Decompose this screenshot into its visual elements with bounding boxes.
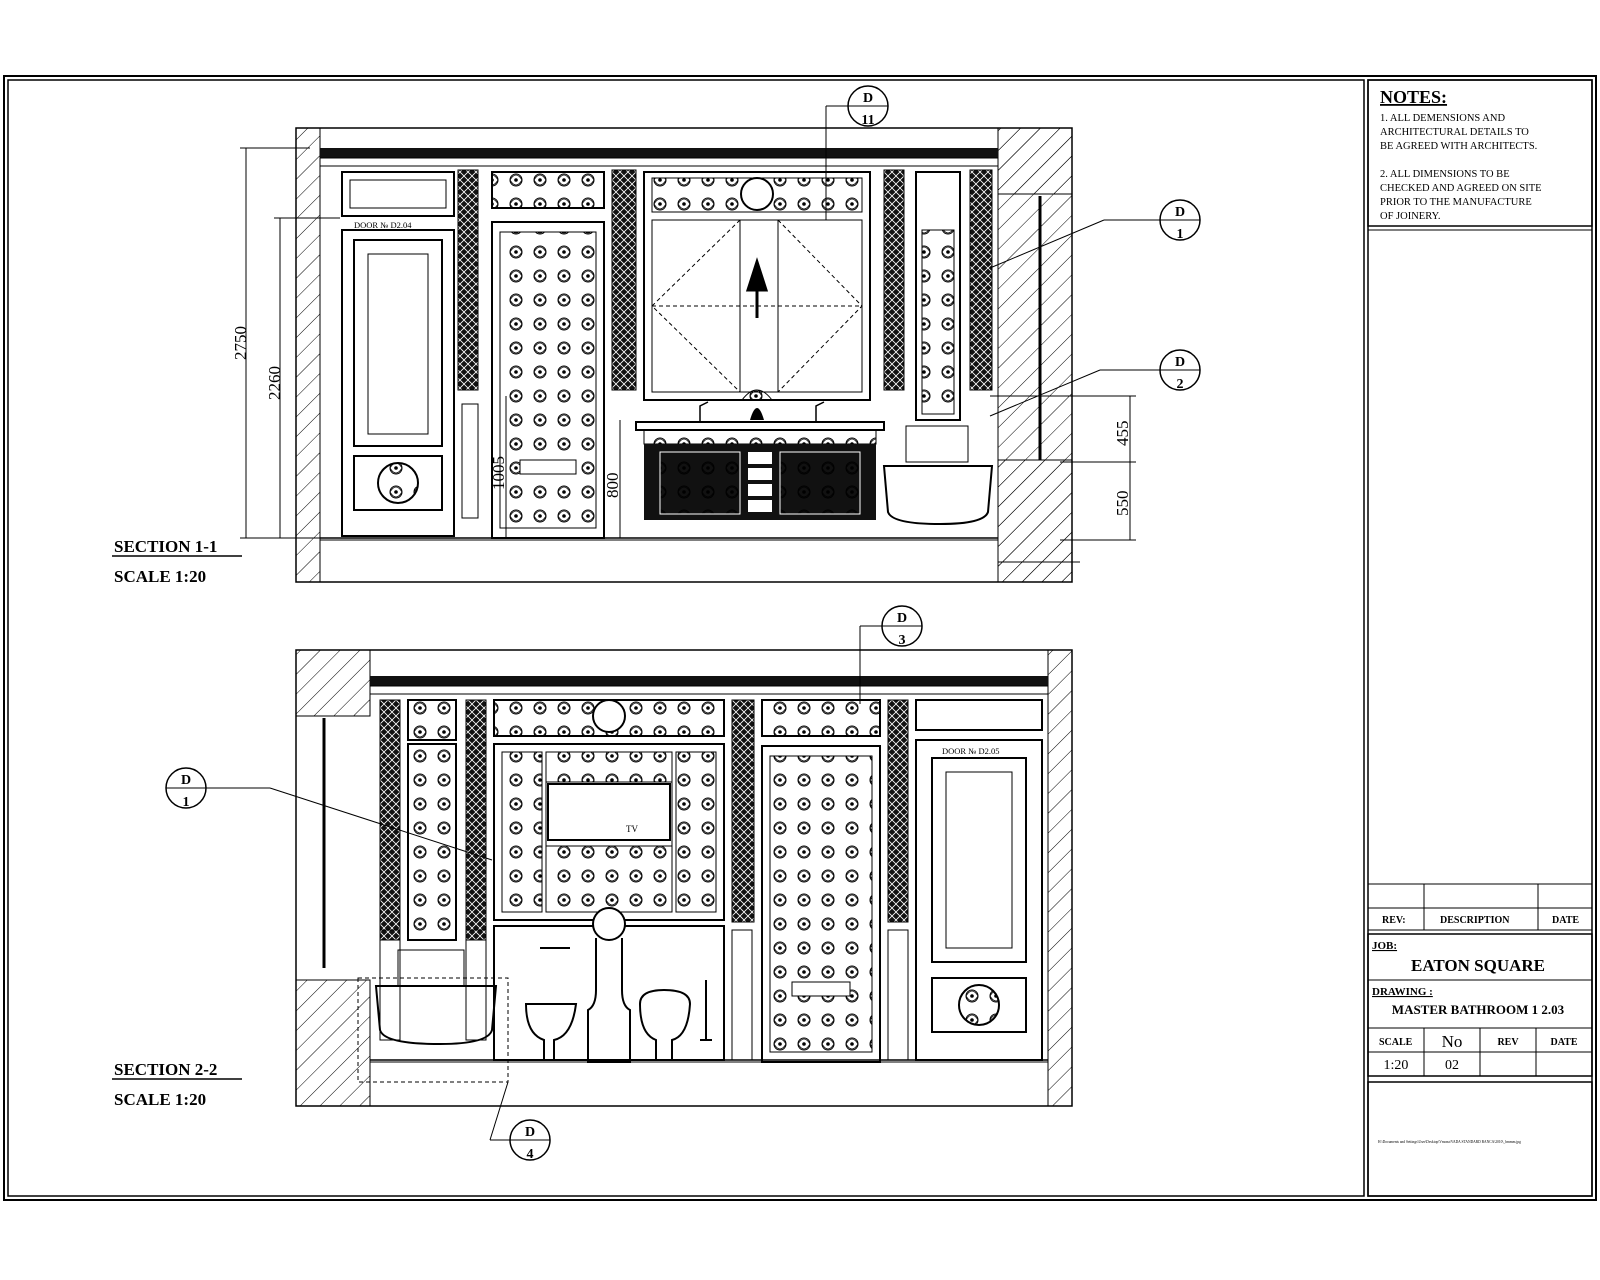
date-label: DATE bbox=[1550, 1037, 1577, 1048]
callout-d2: D 2 bbox=[989, 349, 1201, 417]
right-wall bbox=[1047, 649, 1073, 1107]
dimension-2750: 2750 bbox=[231, 326, 250, 360]
scale-label: SCALE bbox=[1379, 1037, 1413, 1048]
mirror-cabinet bbox=[643, 171, 871, 401]
left-wall bbox=[295, 649, 371, 717]
section-2-title: SECTION 2-2 bbox=[114, 1060, 217, 1079]
section-1-elevation: DOOR № D2.04 bbox=[112, 85, 1201, 586]
description-header: DESCRIPTION bbox=[1440, 915, 1510, 926]
notes-line: BE AGREED WITH ARCHITECTS. bbox=[1380, 141, 1537, 152]
bathtub bbox=[374, 985, 498, 1046]
job-name: EATON SQUARE bbox=[1411, 956, 1545, 975]
revision-table: REV: DESCRIPTION DATE bbox=[1367, 229, 1593, 931]
callout-d11: D 11 bbox=[825, 85, 889, 220]
callout-top: D bbox=[1175, 355, 1185, 370]
callout-bottom: 1 bbox=[1177, 227, 1184, 242]
callout-top: D bbox=[181, 773, 191, 788]
toilet bbox=[638, 988, 692, 1061]
dimension-lines bbox=[240, 147, 1136, 541]
ornamental-door-panel bbox=[491, 171, 605, 539]
door-label: DOOR № D2.05 bbox=[942, 746, 999, 756]
callout-top: D bbox=[525, 1125, 535, 1140]
callout-top: D bbox=[863, 91, 873, 106]
tv-label: TV bbox=[626, 824, 638, 834]
section-2-elevation: TV DOOR № D2.05 bbox=[112, 605, 1073, 1162]
section-1-scale: SCALE 1:20 bbox=[114, 567, 206, 586]
callout-d3: D 3 bbox=[859, 605, 923, 704]
door-label: DOOR № D2.04 bbox=[354, 220, 412, 230]
notes-title: NOTES: bbox=[1380, 87, 1447, 107]
notes-line: 2. ALL DIMENSIONS TO BE bbox=[1380, 169, 1510, 180]
number-label: No bbox=[1442, 1032, 1463, 1051]
callout-bottom: 4 bbox=[527, 1147, 534, 1162]
callout-bottom: 1 bbox=[183, 795, 190, 810]
door-d2-05: DOOR № D2.05 bbox=[915, 699, 1043, 1061]
section-2-scale: SCALE 1:20 bbox=[114, 1090, 206, 1109]
dimension-550: 550 bbox=[1113, 491, 1132, 517]
title-block: JOB: EATON SQUARE DRAWING : MASTER BATHR… bbox=[1367, 933, 1593, 1197]
drawing-label: DRAWING : bbox=[1372, 986, 1433, 998]
file-path: H:\Documents and Settings\User\Desktop\V… bbox=[1378, 1140, 1521, 1144]
scale-value: 1:20 bbox=[1384, 1058, 1409, 1073]
dimension-2260: 2260 bbox=[265, 366, 284, 400]
dimension-800: 800 bbox=[603, 473, 622, 499]
notes-line: CHECKED AND AGREED ON SITE bbox=[1380, 183, 1542, 194]
callout-top: D bbox=[1175, 205, 1185, 220]
callout-top: D bbox=[897, 611, 907, 626]
drawing-name: MASTER BATHROOM 1 2.03 bbox=[1392, 1002, 1565, 1017]
door-d2-04: DOOR № D2.04 bbox=[341, 171, 455, 537]
section-1-title: SECTION 1-1 bbox=[114, 537, 217, 556]
callout-bottom: 3 bbox=[899, 633, 906, 648]
callout-bottom: 11 bbox=[861, 113, 874, 128]
notes-line: 1. ALL DEMENSIONS AND bbox=[1380, 113, 1505, 124]
rev-label: REV bbox=[1497, 1037, 1519, 1048]
notes-line: PRIOR TO THE MANUFACTURE bbox=[1380, 197, 1532, 208]
dimension-1005: 1005 bbox=[489, 456, 508, 490]
callout-d4: D 4 bbox=[489, 1081, 551, 1162]
dimension-455: 455 bbox=[1113, 421, 1132, 447]
sheet-frame bbox=[3, 75, 1597, 1201]
drawing-number: 02 bbox=[1445, 1058, 1459, 1073]
callout-bottom: 2 bbox=[1177, 377, 1184, 392]
notes-box: NOTES: 1. ALL DEMENSIONS AND ARCHITECTUR… bbox=[1367, 79, 1593, 227]
bidet bbox=[524, 1003, 578, 1061]
notes-line: OF JOINERY. bbox=[1380, 211, 1441, 222]
callout-d1-section-2: D 1 bbox=[165, 767, 493, 861]
date-header: DATE bbox=[1552, 915, 1579, 926]
tv-screen bbox=[547, 783, 671, 841]
callout-d1: D 1 bbox=[989, 199, 1201, 269]
rev-header: REV: bbox=[1382, 915, 1406, 926]
vanity-unit bbox=[635, 401, 885, 520]
drawing-area-border bbox=[7, 79, 1365, 1197]
left-wall bbox=[295, 127, 321, 583]
job-label: JOB: bbox=[1372, 940, 1397, 952]
notes-line: ARCHITECTURAL DETAILS TO bbox=[1380, 127, 1529, 138]
bathtub bbox=[882, 465, 994, 526]
